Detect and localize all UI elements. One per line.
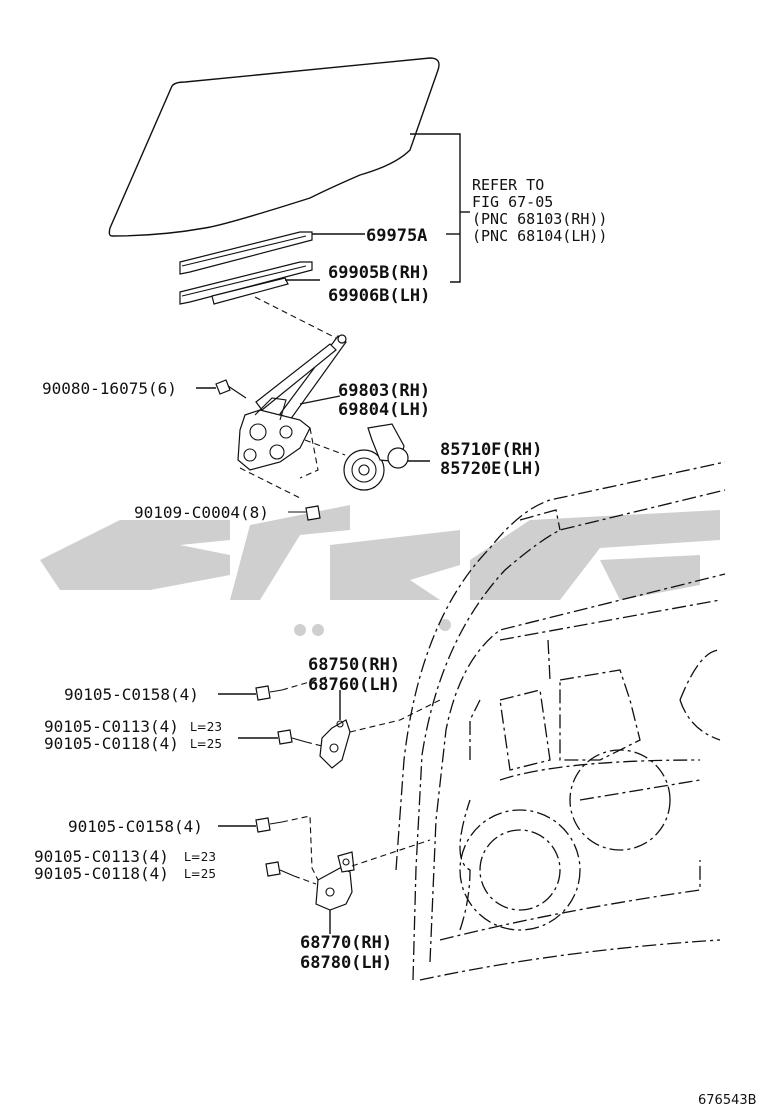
bolt-90080-icon: [196, 379, 247, 399]
reference-note-line-1: REFER TO: [472, 176, 544, 194]
label-69804: 69804(LH): [338, 400, 430, 420]
label-90105-c0113-lower: 90105-C0113(4): [34, 847, 169, 866]
label-90109: 90109-C0004(8): [134, 503, 269, 522]
leader-lines-upper: [285, 133, 470, 283]
label-69905B: 69905B(RH): [328, 263, 430, 283]
label-69803: 69803(RH): [338, 381, 430, 401]
lower-hinge: [315, 839, 431, 911]
label-90105-c0118-upper: 90105-C0118(4): [44, 734, 179, 753]
glass-run-channel-upper: [179, 231, 313, 275]
reference-note-line-4: (PNC 68104(LH)): [472, 227, 607, 245]
label-90080: 90080-16075(6): [42, 379, 177, 398]
reference-note-line-2: FIG 67-05: [472, 193, 553, 211]
window-regulator: [237, 334, 347, 499]
label-90105-c0118-lower: 90105-C0118(4): [34, 864, 169, 883]
door-inner-panel: [395, 461, 726, 981]
figure-number: 676543B: [698, 1093, 757, 1108]
regulator-motor: [343, 423, 430, 491]
bolt-90105-c0158-lower-icon: [218, 815, 319, 881]
upper-hinge: [319, 699, 441, 769]
guide-line-glass-to-regulator: [254, 296, 341, 341]
length-note-l23-upper: L=23: [190, 720, 222, 734]
label-69975A: 69975A: [366, 226, 427, 246]
reference-note-line-3: (PNC 68103(RH)): [472, 210, 607, 228]
label-68770: 68770(RH): [300, 933, 392, 953]
label-85720E: 85720E(LH): [440, 459, 542, 479]
bolt-90105-c0158-upper-icon: [218, 675, 331, 701]
label-69906B: 69906B(LH): [328, 286, 430, 306]
bolt-90105-c0113-upper-icon: [238, 729, 323, 747]
door-glass: [108, 57, 440, 237]
length-note-l25-lower: L=25: [184, 867, 216, 881]
label-68760: 68760(LH): [308, 675, 400, 695]
watermark-logo: [40, 505, 720, 636]
bolt-90109-icon: [288, 505, 321, 521]
label-85710F: 85710F(RH): [440, 440, 542, 460]
glass-run-channel-lower: [179, 261, 313, 305]
label-90105-c0158-lower: 90105-C0158(4): [68, 817, 203, 836]
label-68750: 68750(RH): [308, 655, 400, 675]
bolt-90105-c0113-lower-icon: [265, 861, 317, 885]
label-68780: 68780(LH): [300, 953, 392, 973]
length-note-l25-upper: L=25: [190, 737, 222, 751]
length-note-l23-lower: L=23: [184, 850, 216, 864]
leader-69803: [299, 395, 341, 405]
label-90105-c0158-upper: 90105-C0158(4): [64, 685, 199, 704]
label-90105-c0113-upper: 90105-C0113(4): [44, 717, 179, 736]
